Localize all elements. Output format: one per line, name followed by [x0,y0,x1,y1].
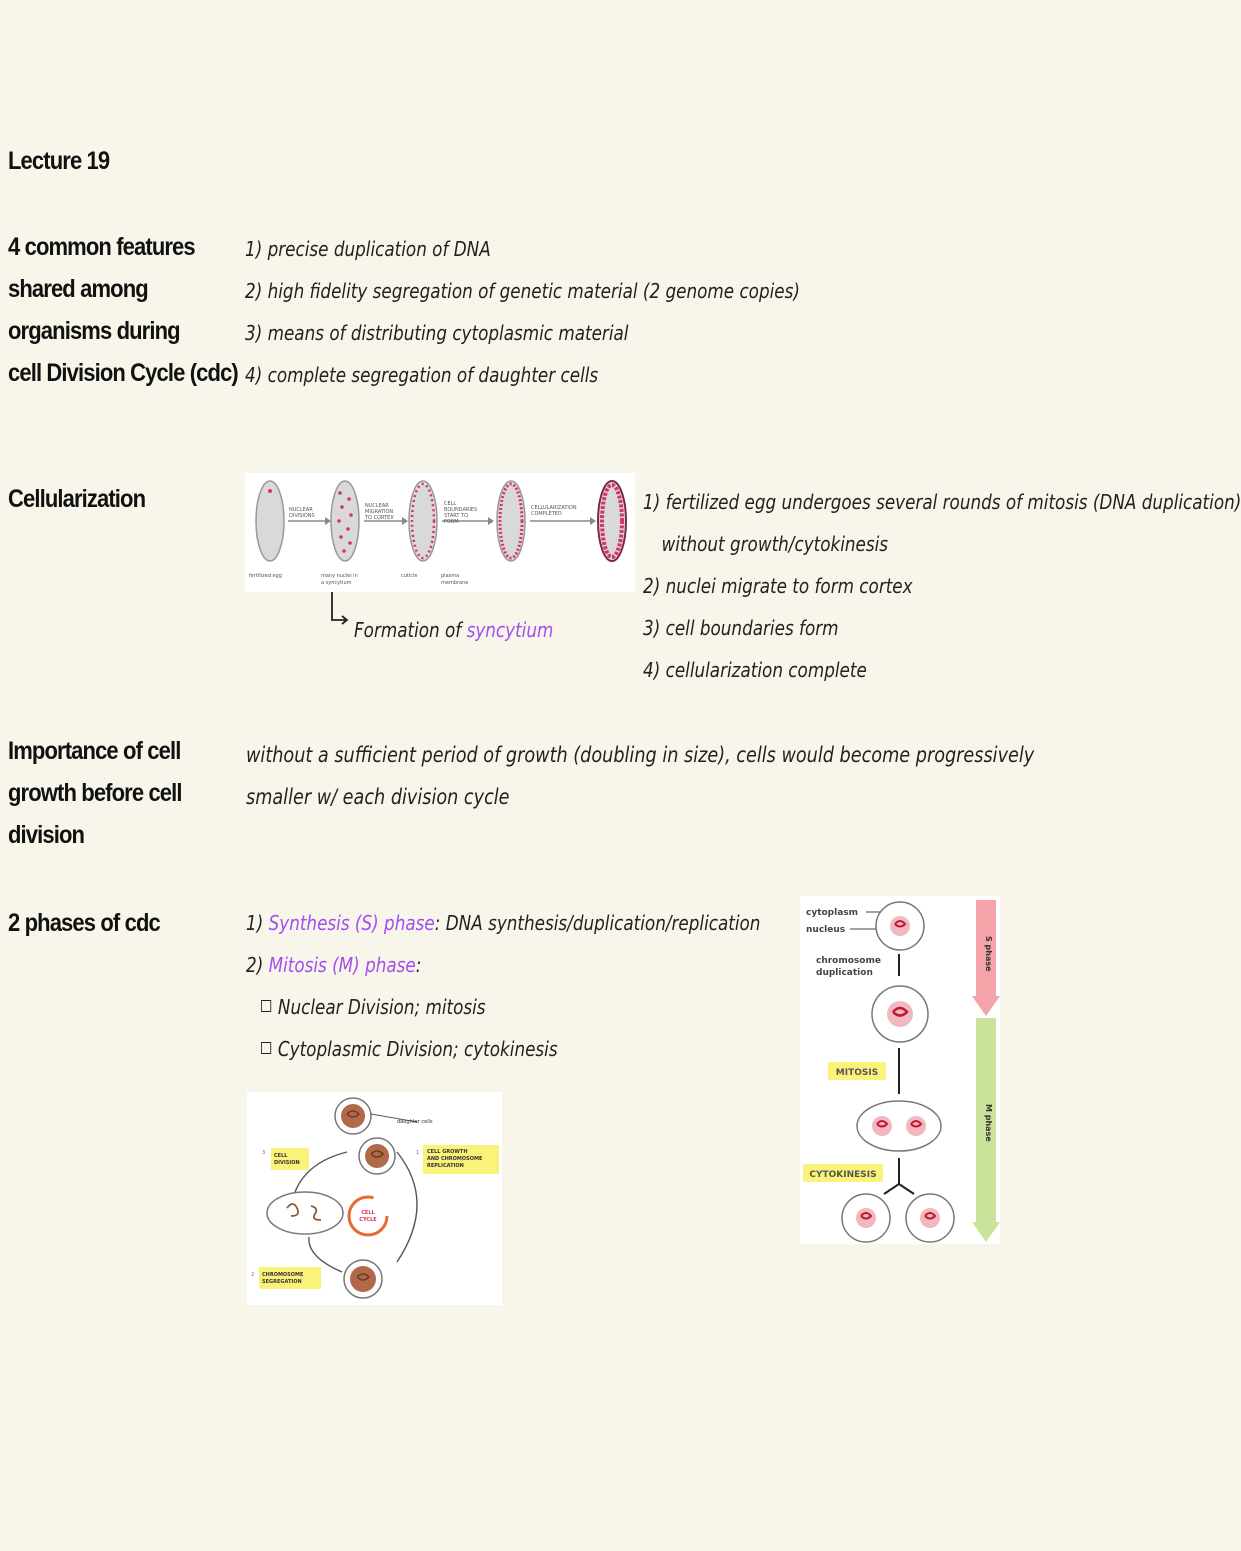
stage-label: TO CORTEX [364,515,394,521]
s-phase-label: S phase [984,936,993,972]
caption-prefix: Formation of [354,618,462,642]
stage-label: NUCLEAR [289,507,313,513]
stage-label: COMPLETED [531,511,562,517]
sub-item: Cytoplasmic Division; cytokinesis [246,1028,760,1070]
list-item: 1) fertilized egg undergoes several roun… [643,490,1241,514]
list-item: 3) means of distributing cytoplasmic mat… [245,321,629,345]
importance-heading-line: growth before cell [8,779,183,807]
daughter-label: daughter cells [397,1119,433,1125]
step-number: 3 [262,1150,265,1156]
growth-label: AND CHROMOSOME [427,1156,483,1162]
phases-list: 1) Synthesis (S) phase: DNA synthesis/du… [246,902,760,1070]
stage-label: DIVISIONS [289,513,315,519]
m-phase-label: M phase [984,1104,993,1142]
features-list: 1) precise duplication of DNA 2) high fi… [245,228,800,396]
checkbox-icon [261,1000,272,1012]
segregation-label: CHROMOSOME [262,1272,304,1278]
list-item: without growth/cytokinesis [661,532,889,556]
bottom-label: a syncytium [321,580,352,586]
cellularization-heading: Cellularization [8,485,146,513]
phase-diagram: S phase M phase cytoplasm nucleus chromo… [803,900,1000,1243]
caption-arrow-icon [331,592,349,625]
m-phase-description: : [415,953,422,977]
cellularization-figure: NUCLEAR DIVISIONS NUCLEAR MIGRATION TO C… [245,473,635,592]
phases-heading: 2 phases of cdc [8,909,161,937]
phase-item-m: 2) Mitosis (M) phase: [246,944,760,986]
sub-item-label: Nuclear Division; mitosis [277,995,486,1019]
cytokinesis-label: CYTOKINESIS [809,1170,876,1180]
step-number: 1 [416,1150,419,1156]
bottom-label: many nuclei in [321,573,358,579]
bottom-label: cuticle [401,573,417,579]
stage-label: NUCLEAR [365,503,389,509]
caption-term: syncytium [466,618,554,642]
cycle-center-label: CYCLE [359,1217,377,1223]
list-item: 1) precise duplication of DNA [245,237,491,261]
nucleus-label: nucleus [806,925,845,935]
sub-item-label: Cytoplasmic Division; cytokinesis [277,1037,558,1061]
text-line: without a sufficient period of growth (d… [246,743,1035,767]
stage-label: FORM [444,519,459,525]
mitosis-label: MITOSIS [836,1068,878,1078]
list-item: 4) cellularization complete [643,658,867,682]
cytoplasm-label: cytoplasm [806,908,858,918]
list-item: 4) complete segregation of daughter cell… [245,363,599,387]
features-heading-line: 4 common features [8,233,196,261]
m-phase-term: Mitosis (M) phase [268,953,416,977]
cellularization-caption: Formation of syncytium [354,609,553,651]
division-label: CELL [274,1153,288,1159]
cycle-center-label: CELL [361,1210,375,1216]
cell-cycle-figure: daughter cells CELL CYCLE 1 CELL GROWTH … [247,1092,502,1305]
phase-figure: S phase M phase cytoplasm nucleus chromo… [800,896,1000,1244]
importance-heading-line: division [8,821,85,849]
duplication-label: chromosome [816,956,881,966]
growth-label: CELL GROWTH [427,1149,468,1155]
features-heading: 4 common features shared among organisms… [8,226,239,394]
bottom-label: fertilized egg [249,573,282,579]
bottom-label: membrane [441,580,468,586]
segregation-label: SEGREGATION [262,1279,302,1285]
features-heading-line: shared among [8,275,149,303]
checkbox-icon [261,1042,272,1054]
list-item: 3) cell boundaries form [643,616,839,640]
growth-label: REPLICATION [427,1163,464,1169]
s-phase-term: Synthesis (S) phase [268,911,435,935]
text-line: smaller w/ each division cycle [246,785,510,809]
s-phase-description: : DNA synthesis/duplication/replication [434,911,761,935]
cellularization-list: 1) fertilized egg undergoes several roun… [643,481,1241,691]
stage-label: BOUNDARIES [444,507,477,513]
cellularization-diagram: NUCLEAR DIVISIONS NUCLEAR MIGRATION TO C… [249,480,627,586]
features-heading-line: cell Division Cycle (cdc) [8,359,239,387]
duplication-label: duplication [816,968,873,978]
page-title: Lecture 19 [8,147,110,175]
stage-label: CELL [444,501,456,507]
bottom-label: plasma [441,573,459,579]
list-item: 2) high fidelity segregation of genetic … [245,279,800,303]
item-number: 1) [246,911,264,935]
stage-label: START TO [444,513,468,519]
phase-item-s: 1) Synthesis (S) phase: DNA synthesis/du… [246,902,760,944]
importance-heading: Importance of cell growth before cell di… [8,730,183,856]
importance-heading-line: Importance of cell [8,737,181,765]
cell-cycle-diagram: daughter cells CELL CYCLE 1 CELL GROWTH … [251,1097,499,1299]
item-number: 2) [246,953,264,977]
features-heading-line: organisms during [8,317,181,345]
list-item: 2) nuclei migrate to form cortex [643,574,913,598]
step-number: 2 [251,1272,254,1278]
importance-text: without a sufficient period of growth (d… [246,734,1034,818]
stage-label: CELLULARIZATION [531,505,577,511]
division-label: DIVISION [274,1160,300,1166]
sub-item: Nuclear Division; mitosis [246,986,760,1028]
stage-label: MIGRATION [365,509,393,515]
